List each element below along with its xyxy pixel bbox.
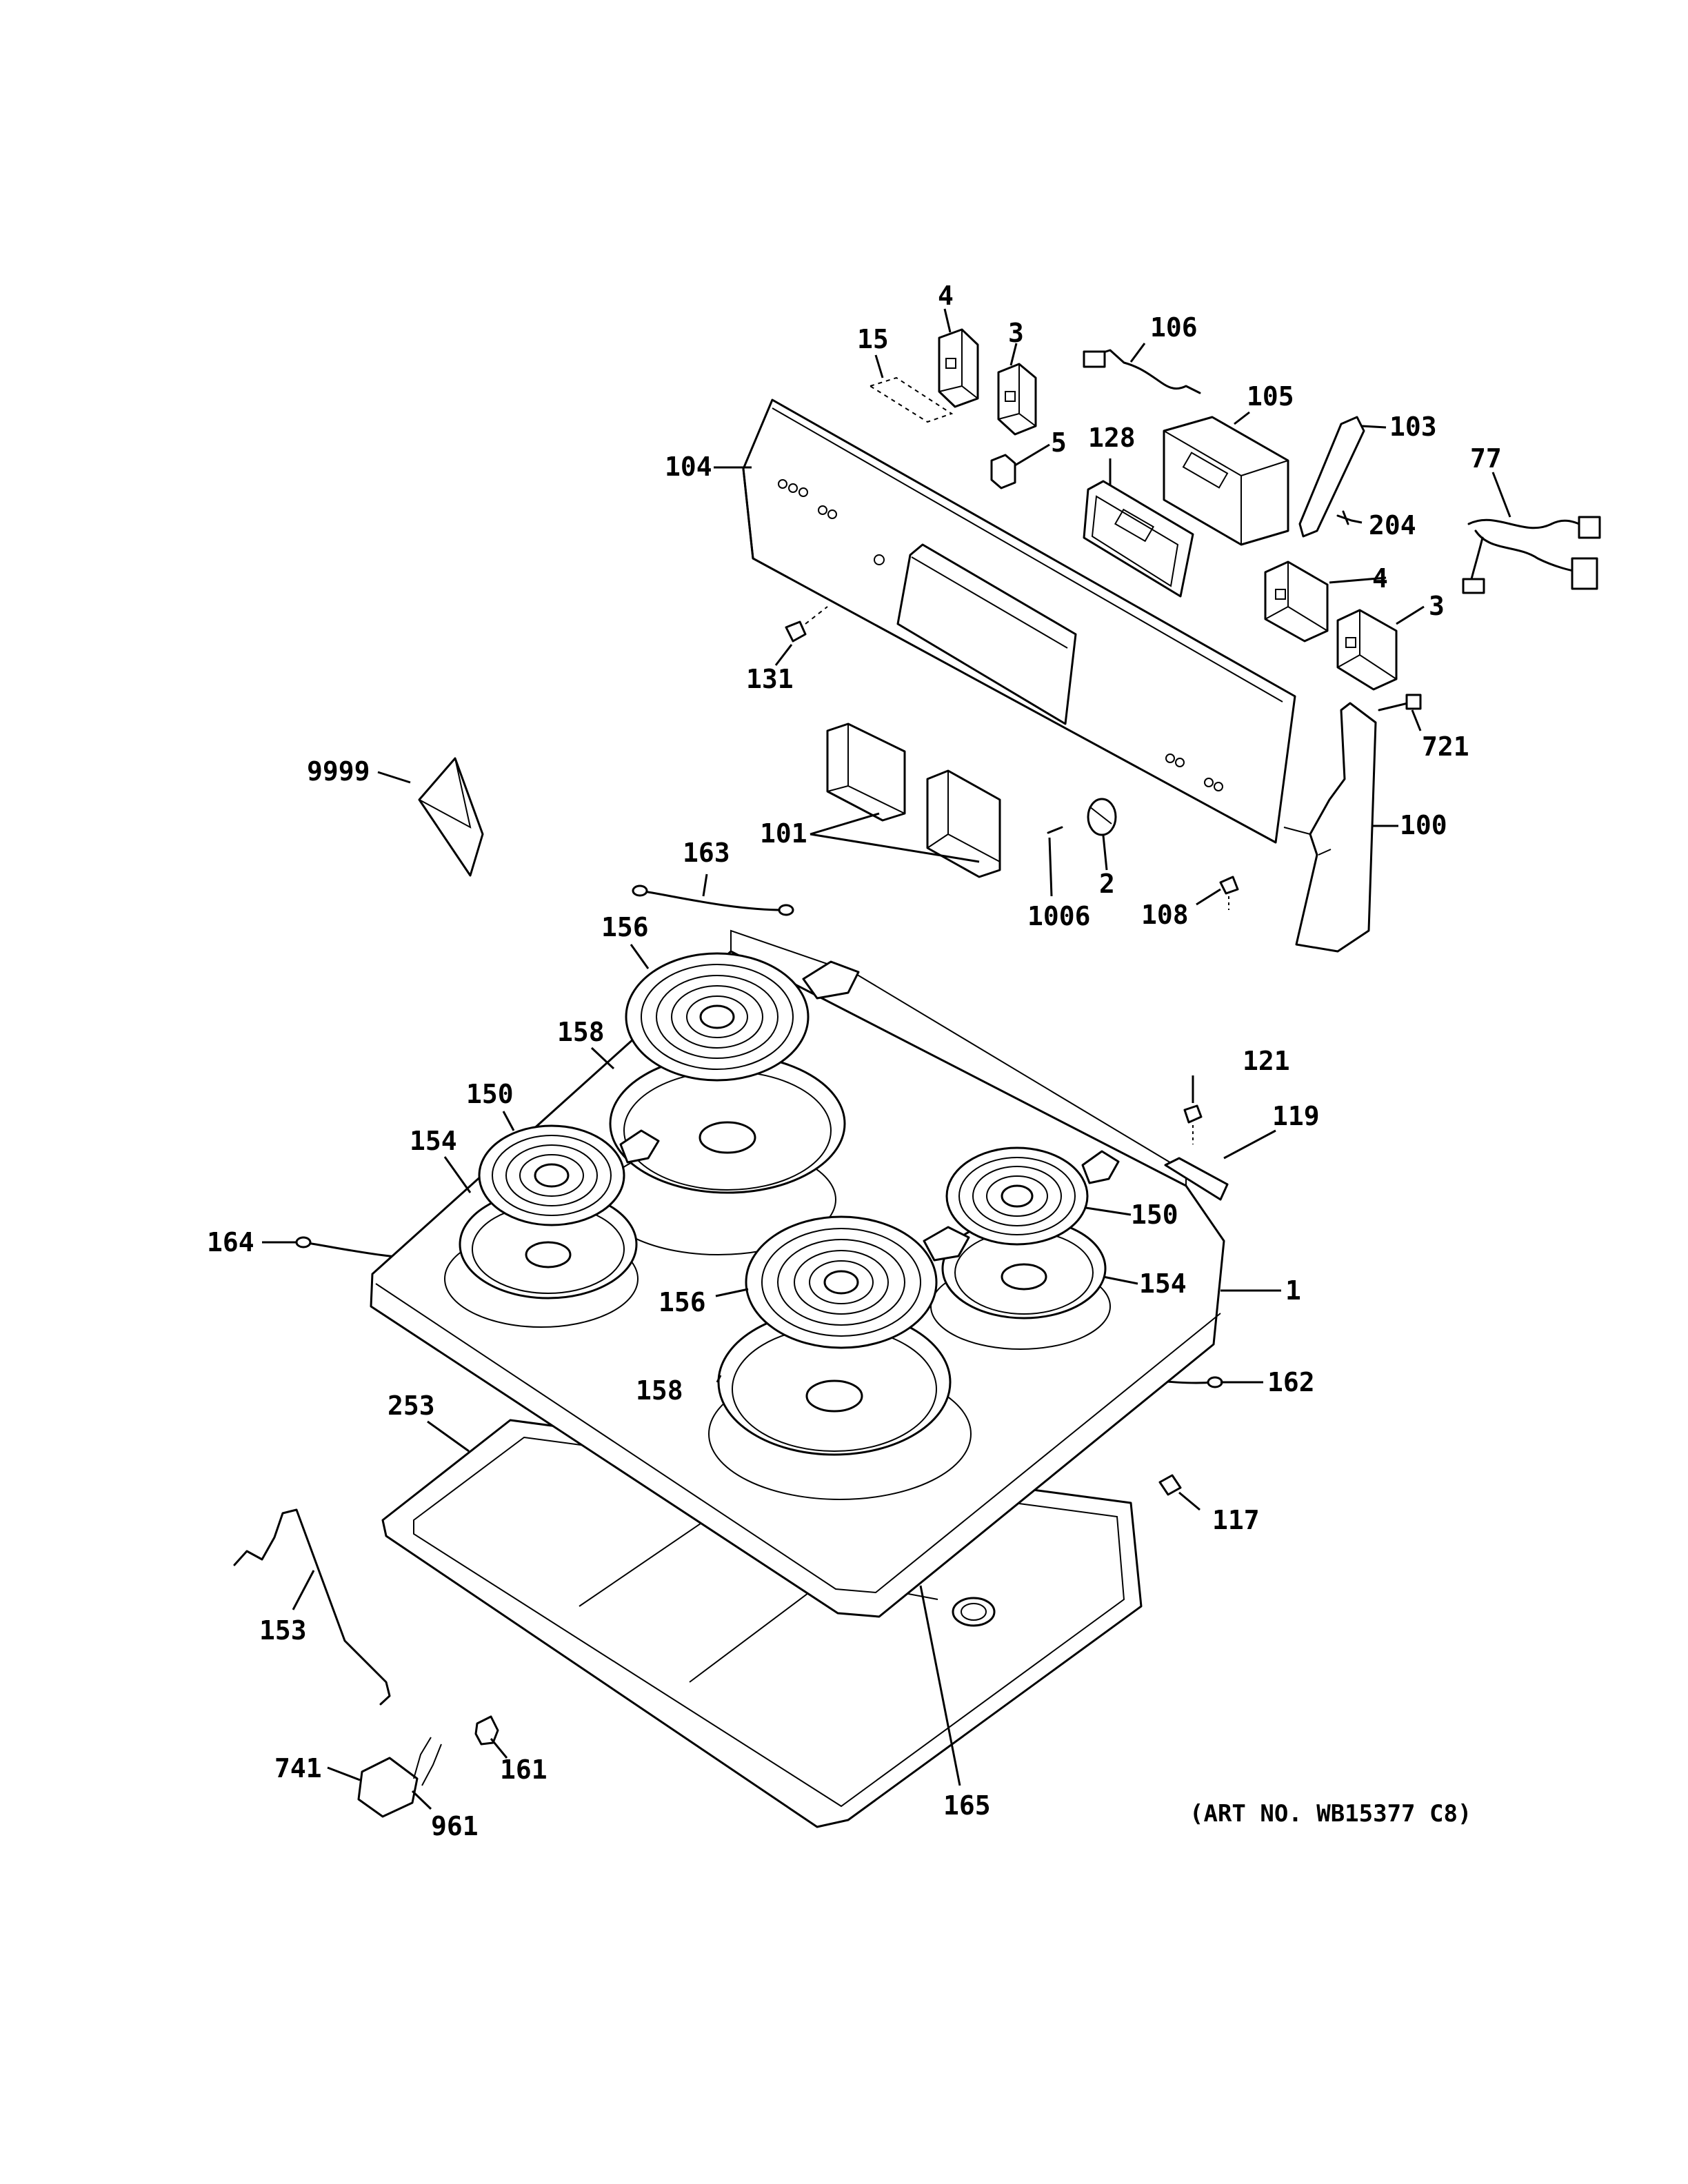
terminal-block-741	[357, 1737, 442, 1818]
callout-253: 253	[388, 1391, 435, 1421]
callout-119: 119	[1272, 1101, 1320, 1131]
art-number: (ART NO. WB15377 C8)	[1189, 1800, 1471, 1828]
callout-158-front: 158	[636, 1375, 683, 1406]
electronic-control-105	[1163, 416, 1289, 546]
callout-77: 77	[1470, 443, 1502, 474]
side-trim-100	[1283, 702, 1377, 953]
callout-150-left: 150	[466, 1079, 514, 1109]
callout-100: 100	[1400, 810, 1447, 840]
screw-1006	[1047, 826, 1063, 834]
wire-harness-106	[1083, 349, 1201, 394]
callout-121: 121	[1243, 1046, 1290, 1076]
callout-4-upper: 4	[938, 281, 954, 311]
clip-108	[1219, 876, 1239, 910]
callout-150-right: 150	[1131, 1200, 1178, 1230]
bracket-119	[1164, 1157, 1229, 1201]
callout-4-lower: 4	[1372, 563, 1388, 594]
callout-3-upper: 3	[1008, 318, 1024, 348]
callout-117: 117	[1212, 1505, 1260, 1535]
end-cap-bracket-103	[1298, 416, 1365, 538]
callout-105: 105	[1247, 381, 1294, 412]
callout-104: 104	[665, 452, 712, 482]
callout-2: 2	[1099, 869, 1115, 899]
screw-204	[1336, 510, 1353, 525]
callout-154-left: 154	[410, 1126, 457, 1156]
callout-162: 162	[1267, 1367, 1315, 1397]
callout-721: 721	[1422, 731, 1469, 762]
screw-131	[785, 606, 828, 643]
callout-204: 204	[1369, 510, 1416, 540]
callout-156-front: 156	[659, 1287, 706, 1317]
surface-element-150-right	[945, 1146, 1120, 1246]
nut-117	[1158, 1474, 1182, 1496]
callout-154-right: 154	[1139, 1268, 1187, 1299]
callout-158-rear: 158	[557, 1017, 605, 1047]
control-knob-2	[1087, 798, 1117, 836]
screw-121	[1183, 1104, 1203, 1144]
callout-9999: 9999	[307, 756, 370, 787]
mounting-bracket-15	[868, 376, 954, 423]
callout-165: 165	[943, 1790, 991, 1821]
clip-161	[474, 1715, 499, 1746]
infinite-switch-lower-3	[1336, 609, 1398, 691]
switch-bracket-101-right	[926, 769, 1001, 878]
drip-pan-158-front	[717, 1308, 952, 1456]
callout-3-lower: 3	[1429, 591, 1445, 621]
callout-961: 961	[431, 1811, 479, 1841]
surface-element-156-rear	[625, 952, 860, 1082]
callout-labels: 4 15 3 106 105 103 5 128 77 104 204 4 3 …	[207, 281, 1502, 1841]
membrane-overlay-128	[1083, 480, 1194, 598]
callout-153: 153	[259, 1615, 307, 1646]
callout-15: 15	[857, 324, 889, 354]
callout-161: 161	[500, 1755, 547, 1785]
callout-164: 164	[207, 1227, 254, 1257]
callout-103: 103	[1389, 412, 1437, 442]
callout-1006: 1006	[1027, 901, 1091, 931]
literature-envelope-9999	[418, 757, 484, 877]
callout-741: 741	[274, 1753, 322, 1783]
callout-128: 128	[1088, 423, 1136, 453]
callout-131: 131	[746, 664, 794, 694]
screw-721	[1378, 694, 1422, 711]
infinite-switch-upper-3	[997, 363, 1037, 436]
infinite-switch-lower-4	[1264, 560, 1329, 643]
switch-5	[990, 454, 1016, 489]
surface-element-156-front	[745, 1215, 970, 1349]
wire-harness-77	[1462, 516, 1601, 594]
callout-163: 163	[683, 838, 730, 868]
surface-element-150-left	[478, 1124, 660, 1226]
callout-156-rear: 156	[601, 912, 649, 942]
element-support-rod-153	[233, 1508, 391, 1706]
callout-5: 5	[1051, 427, 1067, 458]
infinite-switch-upper-4	[938, 328, 979, 408]
callout-108: 108	[1141, 900, 1189, 930]
leader-lines	[262, 308, 1511, 1810]
switch-bracket-101-left	[826, 722, 906, 822]
callout-101: 101	[760, 818, 807, 849]
callout-1: 1	[1285, 1275, 1301, 1306]
callout-106: 106	[1150, 312, 1198, 343]
wire-163	[632, 884, 794, 916]
control-panel-backsplash	[742, 398, 1296, 844]
